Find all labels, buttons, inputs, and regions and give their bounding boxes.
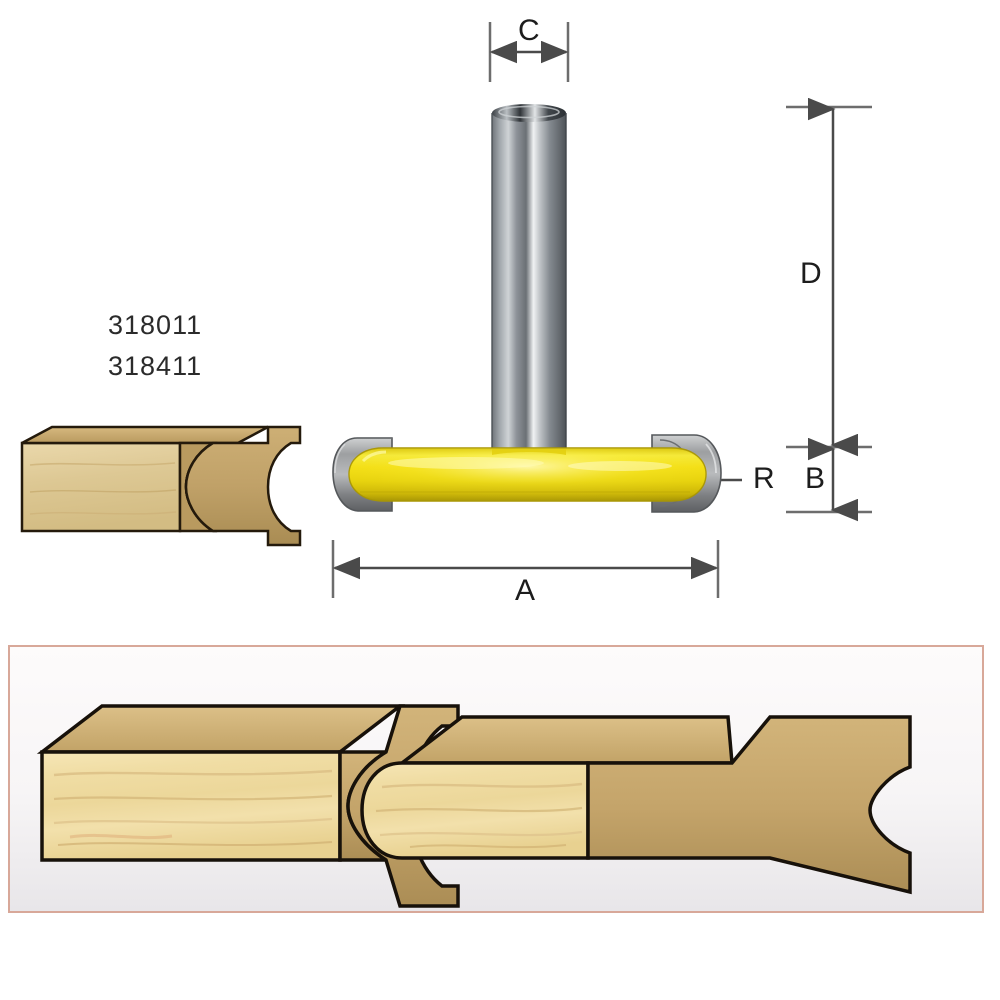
dimension-c (488, 22, 570, 82)
dimension-d (786, 97, 872, 457)
dimension-b (786, 437, 872, 522)
dimension-label-d: D (800, 257, 822, 290)
male-bullnose-profile-sample (360, 715, 912, 895)
dimension-a (331, 540, 720, 598)
router-bit-shank (491, 104, 567, 453)
dimension-label-a: A (515, 574, 536, 607)
cutter-head-body (348, 447, 707, 502)
dimension-label-b: B (805, 462, 826, 495)
profile-showcase-panel (8, 645, 984, 913)
router-bit (332, 104, 722, 513)
profile-samples-artwork (36, 704, 912, 908)
cove-profile-sample-inset (20, 425, 302, 547)
dimension-label-r: R (753, 462, 775, 495)
part-number-primary: 318011 (108, 310, 203, 340)
dimension-label-c: C (518, 14, 540, 47)
part-number-secondary: 318411 (108, 351, 203, 381)
